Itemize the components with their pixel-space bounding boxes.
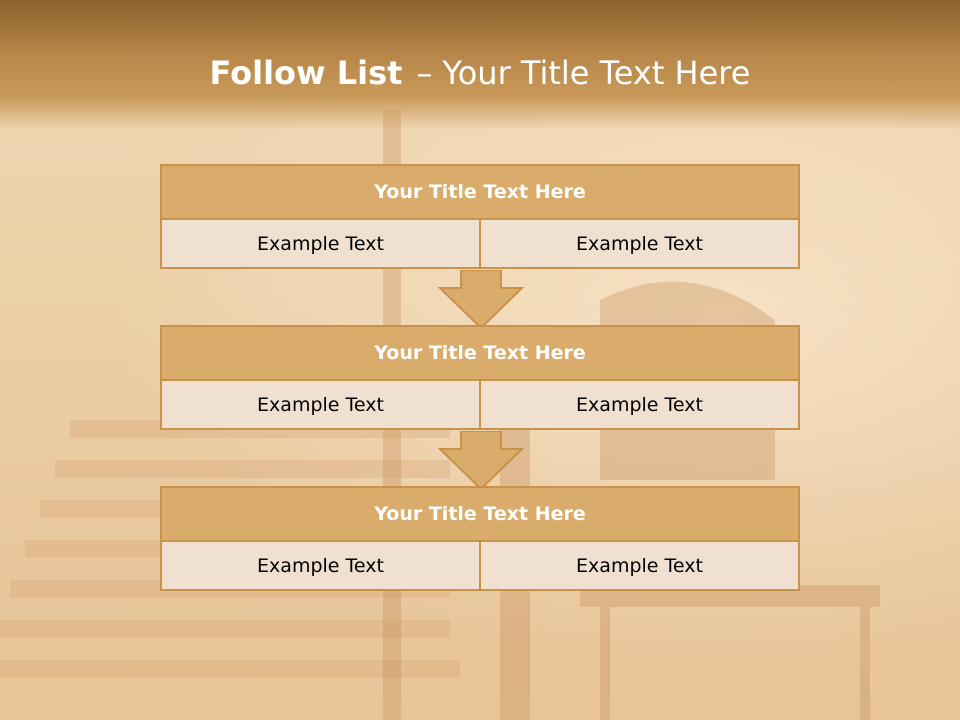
block-cell-left: Example Text [160, 542, 481, 591]
block-cell-right: Example Text [481, 381, 800, 430]
block-row: Example Text Example Text [160, 381, 800, 430]
block-cell-right: Example Text [481, 542, 800, 591]
block-title: Your Title Text Here [160, 325, 800, 381]
down-arrow-icon [438, 431, 524, 491]
down-arrow-icon [438, 270, 524, 330]
title-band [0, 0, 960, 130]
list-block-2: Your Title Text Here Example Text Exampl… [160, 325, 800, 430]
block-cell-right: Example Text [481, 220, 800, 269]
block-title: Your Title Text Here [160, 486, 800, 542]
block-title: Your Title Text Here [160, 164, 800, 220]
block-row: Example Text Example Text [160, 220, 800, 269]
slide-title: Follow List–Your Title Text Here [0, 54, 960, 92]
list-block-1: Your Title Text Here Example Text Exampl… [160, 164, 800, 269]
block-cell-left: Example Text [160, 381, 481, 430]
list-block-3: Your Title Text Here Example Text Exampl… [160, 486, 800, 591]
title-rest: Your Title Text Here [442, 54, 751, 92]
title-separator: – [416, 54, 433, 92]
block-row: Example Text Example Text [160, 542, 800, 591]
block-cell-left: Example Text [160, 220, 481, 269]
title-bold-part: Follow List [209, 54, 403, 92]
